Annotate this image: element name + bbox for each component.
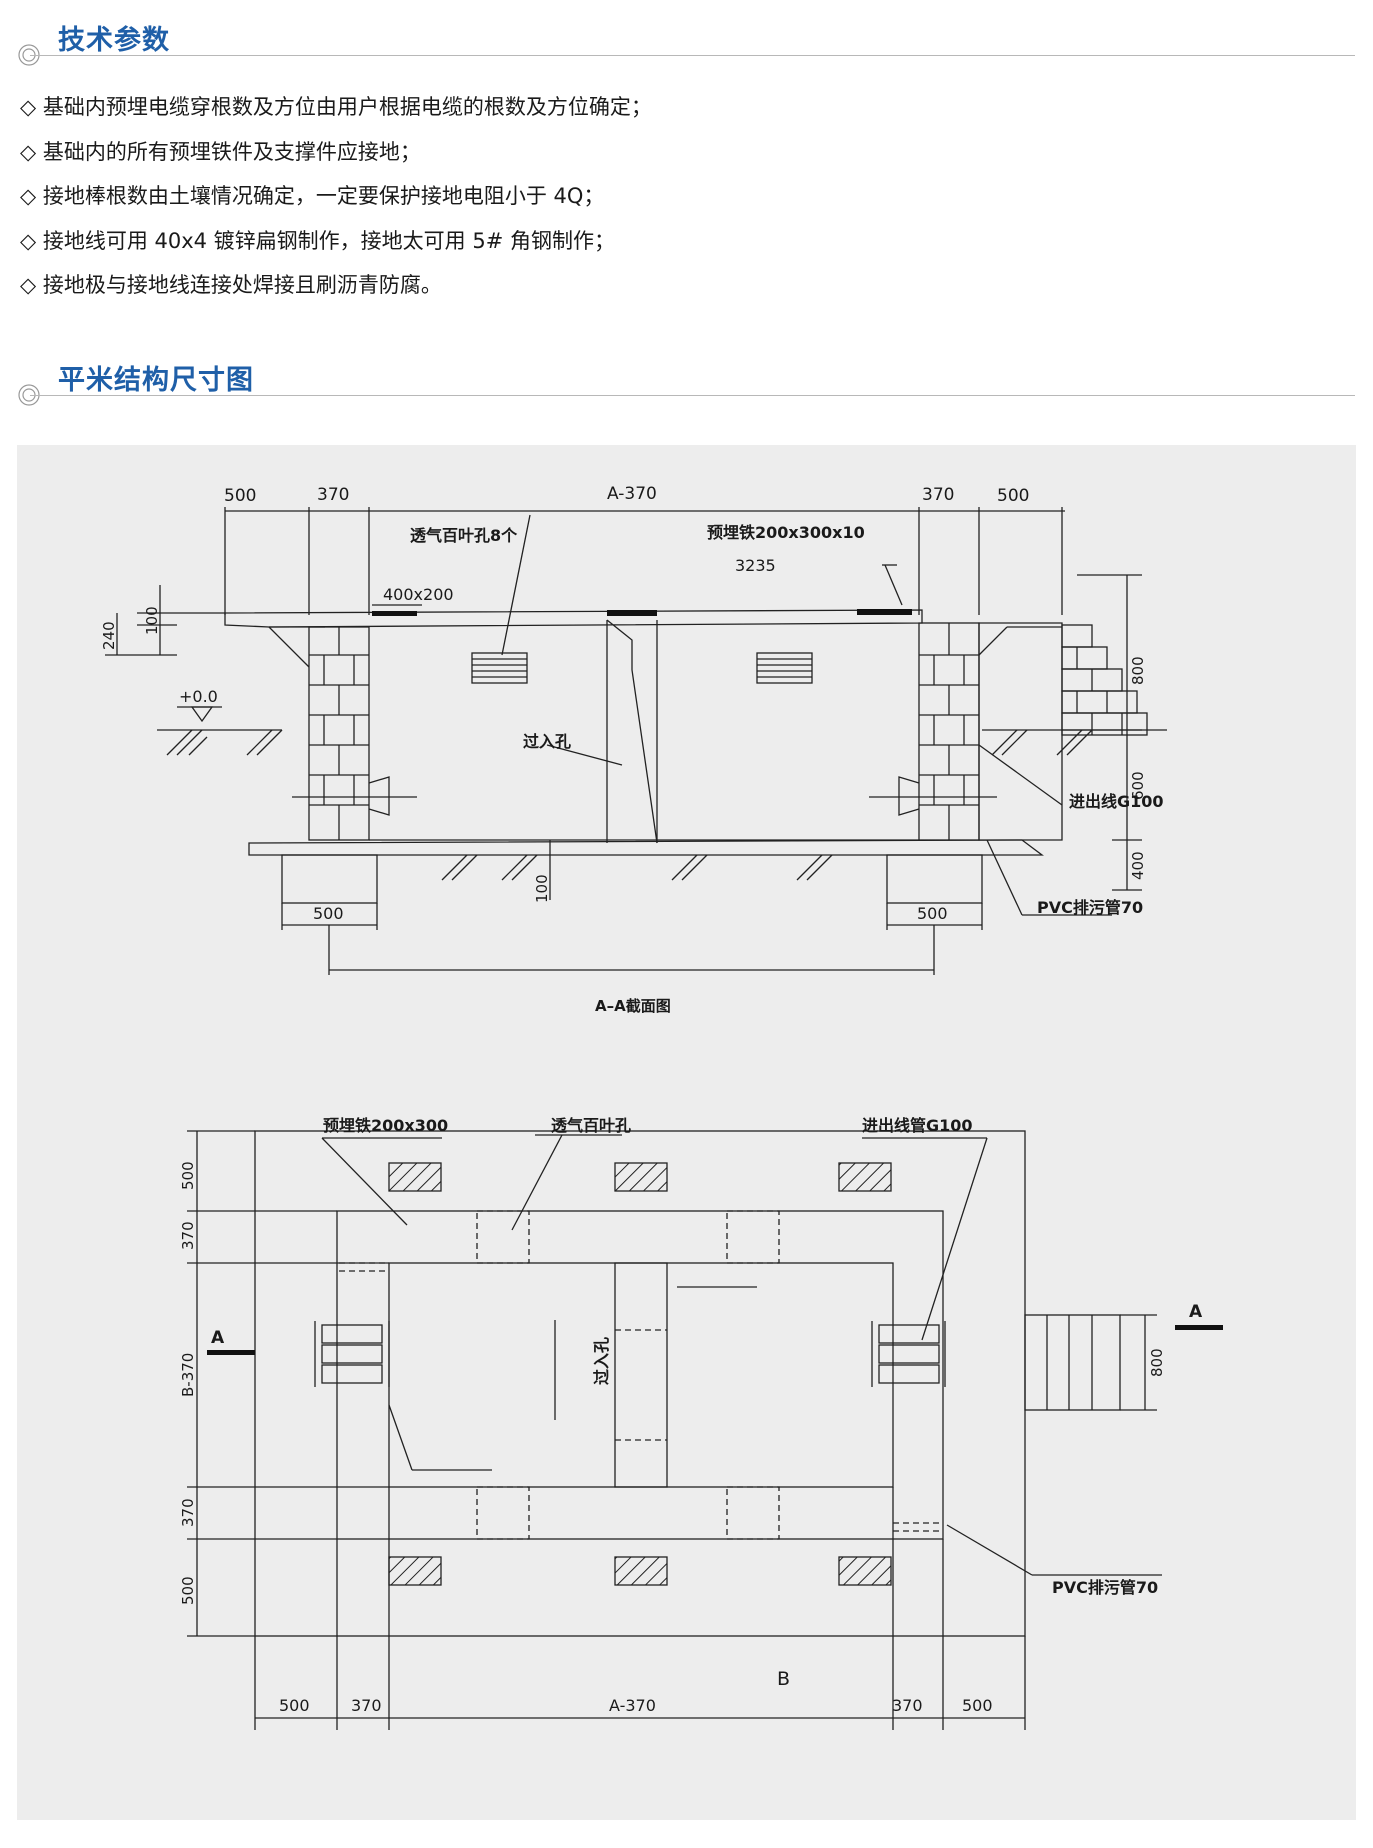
section-title: 技术参数 [58,25,170,56]
dim-label: 800 [1148,1348,1166,1377]
passage-label: 过入孔 [523,732,571,751]
dim-label: 370 [892,1696,923,1715]
dim-label: 370 [179,1221,197,1250]
param-item: ◇ 接地棒根数由土壤情况确定，一定要保护接地电阻小于 4Q； [20,184,605,208]
structure-drawing: 500 370 A-370 370 500 透气百叶孔8个 预埋铁200x300… [100,484,1223,1730]
pvc-label: PVC排污管70 [1037,898,1143,917]
pvc-label: PVC排污管70 [1052,1578,1158,1597]
embed-label: 预埋铁200x300x10 [707,523,865,542]
section-header-params: 技术参数 [0,0,1373,66]
passage-label: 过入孔 [592,1337,611,1385]
cable-label: 进出线G100 [1069,792,1164,811]
dim-label: 370 [922,485,954,505]
section-title: 平米结构尺寸图 [58,365,254,396]
width-marker: B [777,1668,790,1690]
divider [30,395,1355,396]
dim-label: B-370 [179,1353,197,1397]
dim-label: 500 [997,486,1029,506]
param-item: ◇ 接地极与接地线连接处焊接且刷沥青防腐。 [20,273,442,297]
param-item: ◇ 基础内预埋电缆穿根数及方位由用户根据电缆的根数及方位确定； [20,95,652,119]
dim-label: 500 [224,486,256,506]
dim-label: 240 [100,621,118,650]
dim-label: 500 [179,1576,197,1605]
param-item: ◇ 基础内的所有预埋铁件及支撑件应接地； [20,139,421,164]
dim-label: 800 [1129,656,1147,685]
dim-label: 3235 [735,556,776,575]
dim-label: A-370 [609,1696,656,1715]
dim-label: 370 [351,1696,382,1715]
vent-label: 透气百叶孔8个 [410,526,518,545]
dim-label: 500 [917,904,948,923]
cable-label: 进出线管G100 [862,1116,973,1135]
dim-label: 370 [179,1498,197,1527]
dim-label: 600 [1129,771,1147,800]
drawing-panel: 500 370 A-370 370 500 透气百叶孔8个 预埋铁200x300… [17,445,1356,1820]
dim-label: 500 [179,1161,197,1190]
divider [30,55,1355,56]
section-caption: A–A截面图 [595,997,671,1015]
dim-label: 400 [1129,851,1147,880]
section-header-drawing: 平米结构尺寸图 [0,340,1373,406]
dim-label: 100 [143,606,161,635]
dim-label: 100 [533,874,551,903]
dim-label: 370 [317,485,349,505]
dim-label: A-370 [607,484,657,504]
dim-label: 400x200 [383,585,454,604]
param-list: ◇ 基础内预埋电缆穿根数及方位由用户根据电缆的根数及方位确定； ◇ 基础内的所有… [20,95,652,318]
dim-label: 500 [962,1696,993,1715]
dim-label: 500 [279,1696,310,1715]
section-marker: A [211,1328,225,1348]
level-label: +0.0 [179,687,218,706]
section-marker: A [1189,1302,1203,1322]
dim-label: 500 [313,904,344,923]
vent-label: 透气百叶孔 [551,1116,631,1135]
embed-label: 预埋铁200x300 [323,1116,448,1135]
param-item: ◇ 接地线可用 40x4 镀锌扁钢制作，接地太可用 5# 角钢制作； [20,228,615,253]
